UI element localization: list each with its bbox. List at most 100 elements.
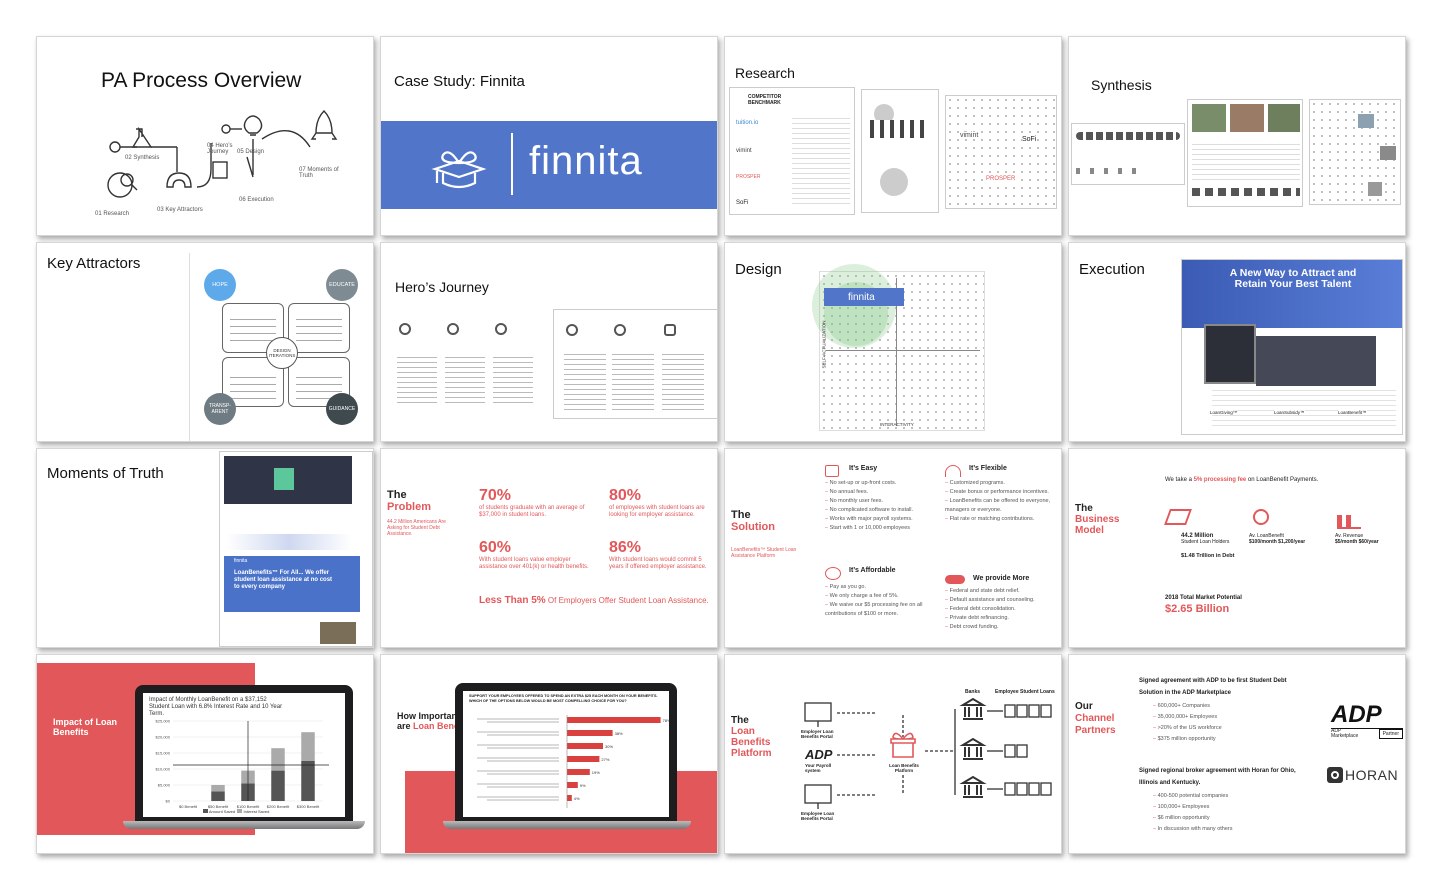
node-label: Employer Loan Benefits Portal (801, 729, 834, 739)
node-transparent: TRANSP-ARENT (204, 393, 236, 425)
product-name: LoanSubsidy™ (1274, 410, 1305, 415)
node-label: Employee Loan Benefits Portal (801, 811, 835, 821)
column-head: It’s Flexible (969, 465, 1007, 472)
benefit-item: Debt crowd funding. (945, 623, 1059, 632)
chart-legend: Amount Saved Interest Saved (203, 809, 269, 814)
category-label: $300 Benefit (297, 804, 320, 809)
journey-icon (495, 323, 507, 335)
benefit-item: Flat rate or matching contributions. (945, 515, 1059, 524)
journey-icon (664, 324, 676, 336)
benefit-column: It’s Flexible Customized programs. Creat… (945, 465, 1059, 524)
horan-mark-icon (1327, 767, 1343, 783)
bar-interest-saved (271, 748, 285, 771)
adp-badge: Partner (1378, 729, 1403, 739)
slide-process-overview[interactable]: PA Process Overview 01 Research 02 Synth… (36, 36, 374, 236)
product-name: LoanBenefit™ (1338, 410, 1367, 415)
problem-footer: Less Than 5% Of Employers Offer Student … (479, 595, 709, 606)
node-design-iterations: DESIGN ITERATIONS (266, 337, 298, 369)
doc-label: COMPETITOR BENCHMARK (748, 94, 782, 106)
slide-channel-partners[interactable]: Our Channel Partners Signed agreement wi… (1068, 654, 1406, 854)
bank-icon (959, 737, 987, 760)
bar-amount-saved (271, 770, 285, 801)
data-label: 38% (615, 731, 623, 736)
label-line: Our (1075, 701, 1093, 712)
bar-importance (567, 717, 661, 723)
benefit-item: Pay as you go. (825, 583, 935, 592)
toggle-icon (945, 575, 965, 584)
slide-moments-of-truth[interactable]: Moments of Truth finnita LoanBenefits™ F… (36, 448, 374, 648)
market-value: $2.65 Billion (1165, 603, 1230, 615)
step-label: 05 Design (237, 149, 265, 155)
step-label: 04 Hero's Journey (207, 143, 233, 155)
bar-importance (567, 730, 613, 736)
thumbs-up-icon (825, 465, 839, 477)
laptop-screen: SUPPORT YOUR EMPLOYEES OFFERED TO SPEND … (463, 691, 669, 817)
slide-key-attractors[interactable]: Key Attractors HOPE EDUCATE TRANSP-ARENT… (36, 242, 374, 442)
section-label: Our Channel Partners (1075, 701, 1135, 737)
partner-head: Signed regional broker agreement with Ho… (1139, 768, 1296, 786)
headline-text: on LoanBenefit Payments. (1246, 477, 1319, 483)
partner-item: >20% of the US workforce (1153, 723, 1307, 734)
label-line: Loan Benefits ? (413, 721, 481, 731)
partner-item: 100,000+ Employees (1153, 802, 1307, 813)
website-mockup: A New Way to Attract and Retain Your Bes… (1181, 259, 1403, 435)
logo-text: SoFi (736, 200, 749, 206)
globe-icon (107, 172, 133, 198)
column-head: It’s Easy (849, 465, 878, 472)
slide-execution[interactable]: Execution A New Way to Attract and Retai… (1068, 242, 1406, 442)
logo-text: SoFi (1022, 136, 1037, 143)
benchmark-doc: COMPETITOR BENCHMARK tuition.io vimint P… (729, 87, 855, 215)
laptop: Impact of Monthly LoanBenefit on a $37,1… (123, 685, 365, 831)
benefit-item: Federal debt consolidation. (945, 605, 1059, 614)
data-label: 4% (574, 796, 580, 801)
stat-block: 60% With student loans value employer as… (479, 539, 589, 571)
step-label: 01 Research (95, 211, 130, 217)
adp-icon: ADP (804, 747, 833, 762)
slide-heros-journey[interactable]: Hero’s Journey (380, 242, 718, 442)
slide-synthesis[interactable]: Synthesis (1068, 36, 1406, 236)
partner-item: 35,000,000+ Employees (1153, 712, 1307, 723)
section-label: The Solution (731, 509, 775, 533)
market-label: 2018 Total Market Potential (1165, 595, 1242, 601)
benefit-item: Works with major payroll systems. (825, 515, 935, 524)
column-head: We provide More (973, 575, 1030, 582)
slide-design[interactable]: Design finnita INTERACTIVITY SELF-ACTUAL… (724, 242, 1062, 442)
slide-problem[interactable]: The Problem 44.2 Million Americans Are A… (380, 448, 718, 648)
growth-icon (1337, 515, 1361, 529)
model-headline: We take a 5% processing fee on LoanBenef… (1165, 477, 1318, 483)
partner-adp: Signed agreement with ADP to be first St… (1139, 675, 1307, 745)
partner-item: 600,000+ Companies (1153, 701, 1307, 712)
chart-title: SUPPORT YOUR EMPLOYEES OFFERED TO SPEND … (469, 694, 658, 703)
benefit-item: Federal and state debt relief. (945, 587, 1059, 596)
step-label: 02 Synthesis (125, 155, 160, 161)
node-label: Loan Benefits Platform (889, 763, 919, 773)
benefit-list: No set-up or up-front costs. No annual f… (825, 479, 935, 533)
slide-platform[interactable]: The Loan Benefits Platform ADP Employer … (724, 654, 1062, 854)
slide-how-important[interactable]: How Important are Loan Benefits ? SUPPOR… (380, 654, 718, 854)
arch-icon (945, 465, 961, 477)
journey-icon (614, 324, 626, 336)
slide-impact[interactable]: Impact of Loan Benefits Impact of Monthl… (36, 654, 374, 854)
category-label: $0 Benefit (179, 804, 198, 809)
slide-research[interactable]: Research COMPETITOR BENCHMARK tuition.io… (724, 36, 1062, 236)
section-label: The Loan Benefits Platform (731, 715, 791, 759)
benefit-item: Private debt refinancing. (945, 614, 1059, 623)
coin-hand-icon (1253, 509, 1269, 525)
bank-icon (959, 697, 987, 720)
bar-importance (567, 756, 600, 762)
bar-interest-saved (301, 732, 315, 761)
platform-diagram: ADP (804, 697, 1052, 809)
benefit-item: We only charge a fee of 5%. (825, 592, 935, 601)
slide-case-study[interactable]: Case Study: Finnita finnita (380, 36, 718, 236)
analysis-doc (861, 89, 939, 213)
footer-text: Of Employers Offer Student Loan Assistan… (545, 596, 709, 605)
laptop: SUPPORT YOUR EMPLOYEES OFFERED TO SPEND … (443, 683, 691, 833)
section-label: The Problem (387, 489, 431, 513)
icon-timeline-doc (1071, 123, 1185, 185)
slide-title: Key Attractors (47, 255, 141, 272)
slide-business-model[interactable]: The Business Model We take a 5% processi… (1068, 448, 1406, 648)
bar-interest-saved (211, 785, 225, 792)
monitor-icon (804, 784, 832, 804)
slide-title: Case Study: Finnita (394, 73, 525, 90)
slide-solution[interactable]: The Solution LoanBenefits™ Student Loan … (724, 448, 1062, 648)
